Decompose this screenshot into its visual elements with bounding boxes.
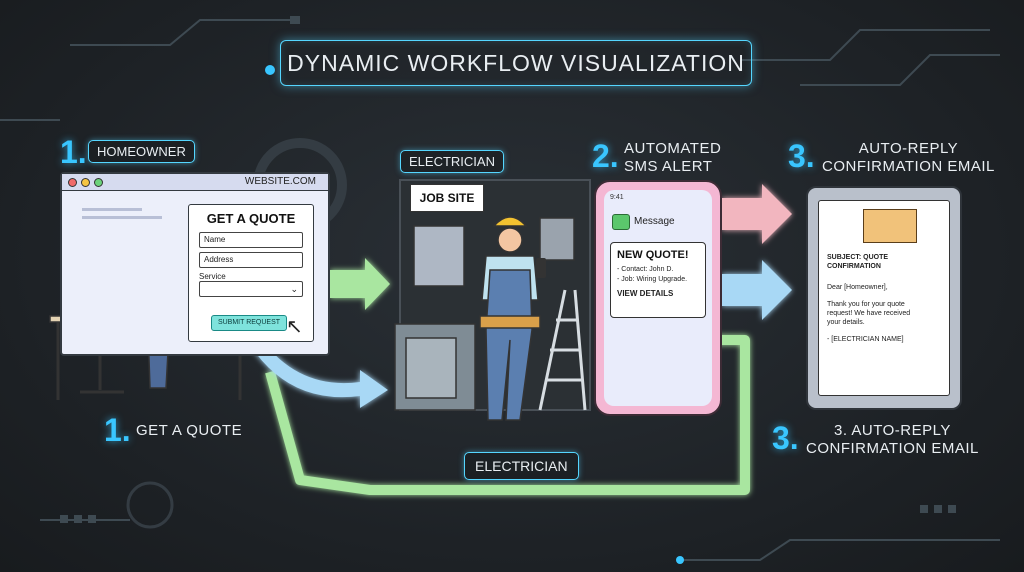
message-app-icon (612, 214, 630, 230)
step-1-number: 1. (60, 134, 87, 170)
email-screen: SUBJECT: QUOTE CONFIRMATION Dear [Homeow… (818, 200, 950, 396)
form-title: GET A QUOTE (206, 211, 296, 226)
step-2-label-line1: AUTOMATED (624, 140, 722, 157)
step-3-bottom-line2: CONFIRMATION EMAIL (806, 440, 979, 457)
quote-form: GET A QUOTE Name Address Service ⌄ SUBMI… (188, 204, 314, 342)
envelope-icon (863, 209, 917, 243)
browser-url: WEBSITE.COM (244, 176, 316, 187)
electrician-tag-top: ELECTRICIAN (400, 150, 504, 173)
service-select[interactable]: ⌄ (199, 281, 303, 297)
step-2-number: 2. (592, 138, 619, 174)
step-1-number-bottom: 1. (104, 412, 131, 448)
step-2-label-line2: SMS ALERT (624, 158, 713, 175)
email-body-1: Thank you for your quote (827, 301, 905, 308)
step-3-label-bottom: 3. AUTO-REPLY CONFIRMATION EMAIL (806, 422, 979, 458)
phone-screen: 9:41 Message NEW QUOTE! - Contact: John … (604, 190, 712, 406)
email-body-3: your details. (827, 319, 865, 326)
loop-arrow (265, 335, 750, 495)
sms-title: NEW QUOTE! (617, 249, 689, 261)
tablet: SUBJECT: QUOTE CONFIRMATION Dear [Homeow… (806, 186, 962, 410)
job-site-sign: JOB SITE (410, 184, 484, 212)
text-line (82, 216, 162, 219)
phone: 9:41 Message NEW QUOTE! - Contact: John … (594, 180, 722, 416)
message-app-label: Message (634, 216, 675, 227)
cursor-icon: ↖ (286, 316, 303, 338)
email-greeting: Dear [Homeowner], (827, 284, 888, 291)
browser-bar: WEBSITE.COM (62, 174, 328, 191)
service-label: Service (199, 272, 226, 281)
email-sign: - [ELECTRICIAN NAME] (827, 336, 904, 343)
step-3-label: AUTO-REPLY CONFIRMATION EMAIL (822, 140, 995, 176)
sms-notification[interactable]: NEW QUOTE! - Contact: John D. - Job: Wir… (610, 242, 706, 318)
email-body-2: request! We have received (827, 310, 911, 317)
sms-job: - Job: Wiring Upgrade. (617, 276, 688, 283)
step-1-label-bottom: GET A QUOTE (136, 422, 243, 439)
page-title: DYNAMIC WORKFLOW VISUALIZATION (280, 40, 752, 86)
sms-contact: - Contact: John D. (617, 266, 674, 273)
address-field[interactable]: Address (199, 252, 303, 268)
text-line (82, 208, 142, 211)
close-dot-icon (68, 177, 77, 187)
maximize-dot-icon (94, 177, 103, 187)
chevron-down-icon: ⌄ (290, 284, 298, 294)
website-window: WEBSITE.COM GET A QUOTE Name Address Ser… (60, 172, 330, 356)
submit-request-button[interactable]: SUBMIT REQUEST (211, 315, 287, 331)
step-3-label-line2: CONFIRMATION EMAIL (822, 158, 995, 175)
step-3-number-bottom: 3. (772, 420, 799, 456)
step-2-label: AUTOMATED SMS ALERT (624, 140, 721, 176)
step-3-label-line1: AUTO-REPLY (858, 140, 959, 157)
step-3-bottom-line1: 3. AUTO-REPLY (834, 422, 951, 439)
name-field[interactable]: Name (199, 232, 303, 248)
electrician-tag-bottom: ELECTRICIAN (464, 452, 579, 480)
email-subject: SUBJECT: QUOTE CONFIRMATION (827, 254, 889, 270)
phone-time: 9:41 (610, 194, 624, 201)
minimize-dot-icon (81, 177, 90, 187)
homeowner-tag: HOMEOWNER (88, 140, 195, 163)
step-3-number: 3. (788, 138, 815, 174)
view-details-link[interactable]: VIEW DETAILS (617, 289, 674, 298)
